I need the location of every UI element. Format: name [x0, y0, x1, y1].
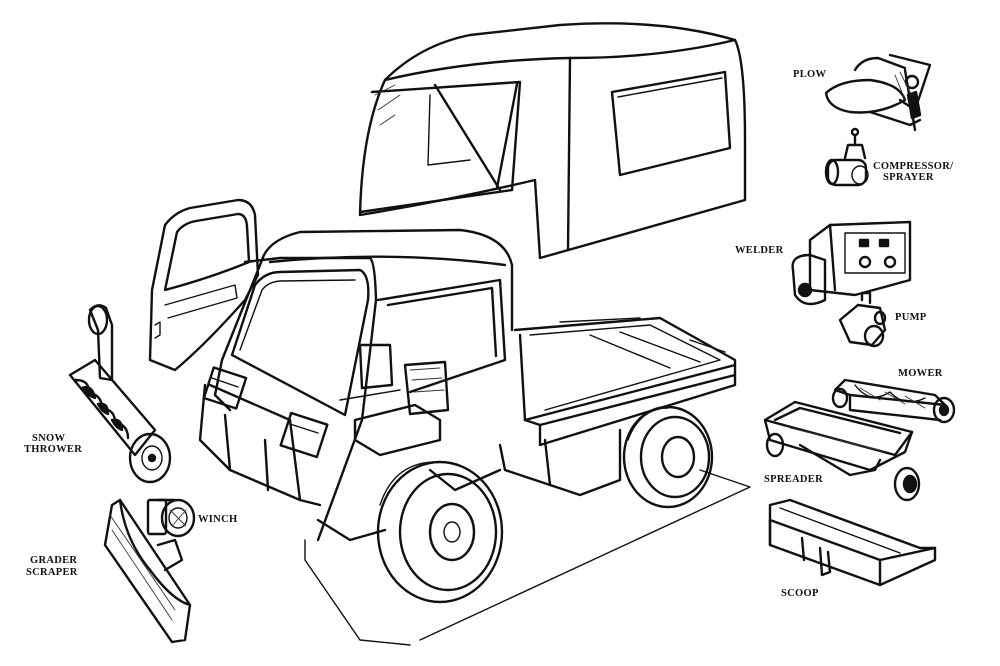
- front-wheel: [376, 460, 504, 604]
- label-sprayer: SPRAYER: [883, 172, 934, 183]
- label-compressor: COMPRESSOR/: [873, 161, 954, 172]
- label-grader: GRADER: [30, 555, 78, 566]
- grader-scraper-attachment: [103, 498, 192, 644]
- label-welder: WELDER: [735, 245, 784, 256]
- label-scoop: SCOOP: [781, 588, 819, 599]
- snow-thrower-attachment: [68, 304, 172, 484]
- canopy-top: [358, 22, 747, 260]
- plow-attachment: [824, 53, 932, 132]
- compressor-attachment: [824, 127, 869, 187]
- label-thrower: THROWER: [24, 444, 83, 455]
- mower-attachment: [831, 378, 956, 424]
- label-spreader: SPREADER: [764, 474, 823, 485]
- label-mower: MOWER: [898, 368, 943, 379]
- label-winch: WINCH: [198, 514, 238, 525]
- scoop-attachment: [768, 498, 937, 587]
- pump-attachment: [838, 291, 887, 348]
- winch-attachment: [146, 498, 196, 538]
- label-snow: SNOW: [32, 433, 66, 444]
- ground-platform: [304, 469, 751, 646]
- rear-wheel: [622, 405, 714, 509]
- flat-bed: [498, 316, 737, 497]
- frame-underside: [316, 468, 502, 542]
- spreader-attachment: [763, 400, 921, 502]
- label-plow: PLOW: [793, 69, 827, 80]
- vehicle-cab: [198, 228, 514, 542]
- welder-attachment: [791, 220, 912, 306]
- door: [148, 198, 260, 372]
- label-scraper: SCRAPER: [26, 567, 78, 578]
- label-pump: PUMP: [895, 312, 927, 323]
